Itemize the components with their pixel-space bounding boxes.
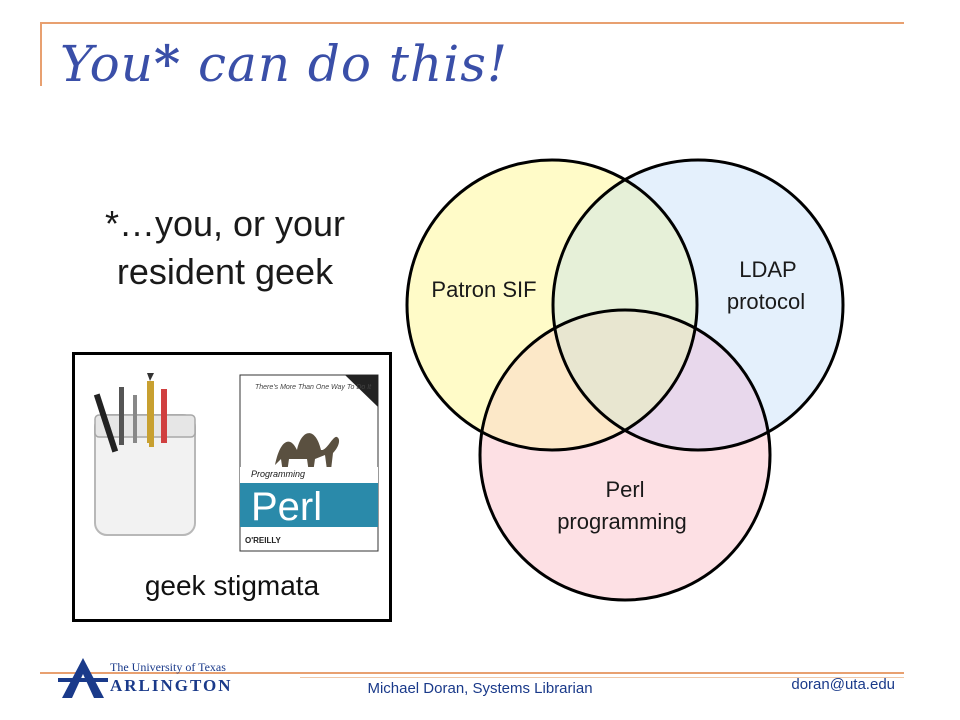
footer-divider bbox=[40, 672, 904, 674]
title-you: You bbox=[60, 35, 154, 93]
geek-photo-illustration: There's More Than One Way To Do It Progr… bbox=[93, 373, 379, 552]
venn-outline-patron-sif bbox=[405, 158, 699, 452]
title-rest: can do this! bbox=[181, 35, 508, 93]
photo-caption: geek stigmata bbox=[144, 570, 320, 601]
venn-label-ldap-line2: protocol bbox=[727, 289, 805, 314]
uta-logo-icon bbox=[58, 658, 108, 698]
venn-outline-ldap bbox=[551, 158, 845, 452]
venn-outline-perl bbox=[478, 308, 772, 602]
subtitle-line-1: *…you, or your bbox=[104, 203, 346, 244]
title-frame-top bbox=[40, 22, 904, 24]
venn-overlap-ldap-perl bbox=[553, 310, 770, 450]
venn-label-patron-sif: Patron SIF bbox=[431, 277, 536, 302]
footer-email: doran@uta.edu bbox=[791, 676, 895, 693]
venn-label-ldap-line1: LDAP bbox=[739, 257, 796, 282]
subtitle-line-2: resident geek bbox=[116, 251, 334, 292]
svg-text:There's More Than One Way To D: There's More Than One Way To Do It bbox=[255, 384, 372, 391]
venn-label-perl-line1: Perl bbox=[605, 477, 644, 502]
book-publisher: O'REILLY bbox=[245, 536, 282, 545]
slide-title: You* can do this! bbox=[60, 34, 508, 93]
venn-label-perl-line2: programming bbox=[557, 509, 687, 534]
book-title-big: Perl bbox=[251, 485, 322, 529]
perl-book-icon: There's More Than One Way To Do It Progr… bbox=[239, 374, 379, 552]
book-title-small: Programming bbox=[251, 469, 305, 479]
footer-author: Michael Doran, Systems Librarian bbox=[367, 680, 593, 697]
venn-overlap-sif-perl bbox=[480, 310, 697, 450]
title-frame-left bbox=[40, 22, 42, 86]
pocket-protector-icon bbox=[93, 373, 196, 536]
logo-text-arlington: ARLINGTON bbox=[110, 676, 233, 695]
footer-divider-secondary bbox=[300, 677, 904, 678]
title-star: * bbox=[153, 34, 182, 93]
subtitle: *…you, or your resident geek bbox=[70, 200, 380, 296]
geek-photo-box: There's More Than One Way To Do It Progr… bbox=[72, 352, 392, 622]
logo-text-university: The University of Texas bbox=[110, 660, 226, 674]
